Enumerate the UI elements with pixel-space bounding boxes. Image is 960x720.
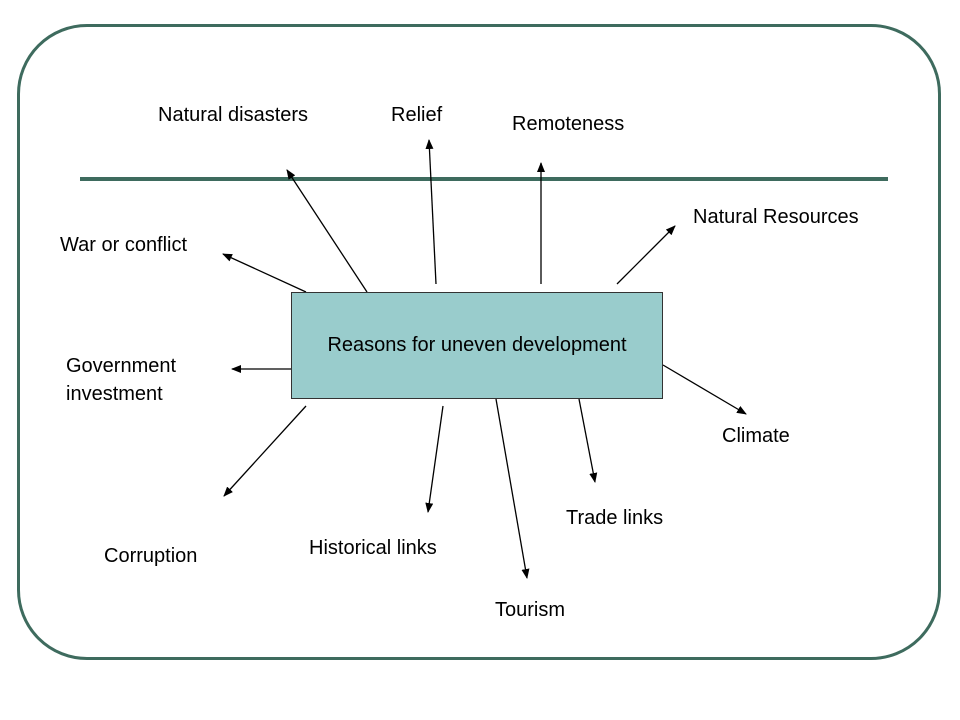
arrow-corruption <box>223 405 307 497</box>
label-natural-disasters: Natural disasters <box>158 104 309 126</box>
arrow-historical-links <box>425 405 444 513</box>
central-topic-label: Reasons for uneven development <box>327 334 627 356</box>
arrow-climate <box>662 364 747 415</box>
label-relief: Relief <box>391 104 443 126</box>
label-corruption: Corruption <box>104 545 198 567</box>
label-trade-links: Trade links <box>566 507 664 529</box>
label-climate: Climate <box>722 425 790 447</box>
label-government-investment: Government investment <box>66 355 177 405</box>
arrow-tourism <box>495 398 530 579</box>
label-remoteness: Remoteness <box>512 113 625 135</box>
arrow-relief <box>425 139 437 285</box>
arrow-natural-disasters <box>286 169 368 293</box>
label-war-or-conflict: War or conflict <box>60 234 188 256</box>
central-topic-box: Reasons for uneven development <box>291 292 663 399</box>
arrow-trade-links <box>578 398 598 483</box>
label-historical-links: Historical links <box>309 537 437 559</box>
arrow-war-or-conflict <box>222 253 307 293</box>
diagram-frame <box>17 24 941 660</box>
arrow-natural-resources <box>616 225 676 285</box>
label-natural-resources: Natural Resources <box>693 206 859 228</box>
label-tourism: Tourism <box>495 599 566 621</box>
